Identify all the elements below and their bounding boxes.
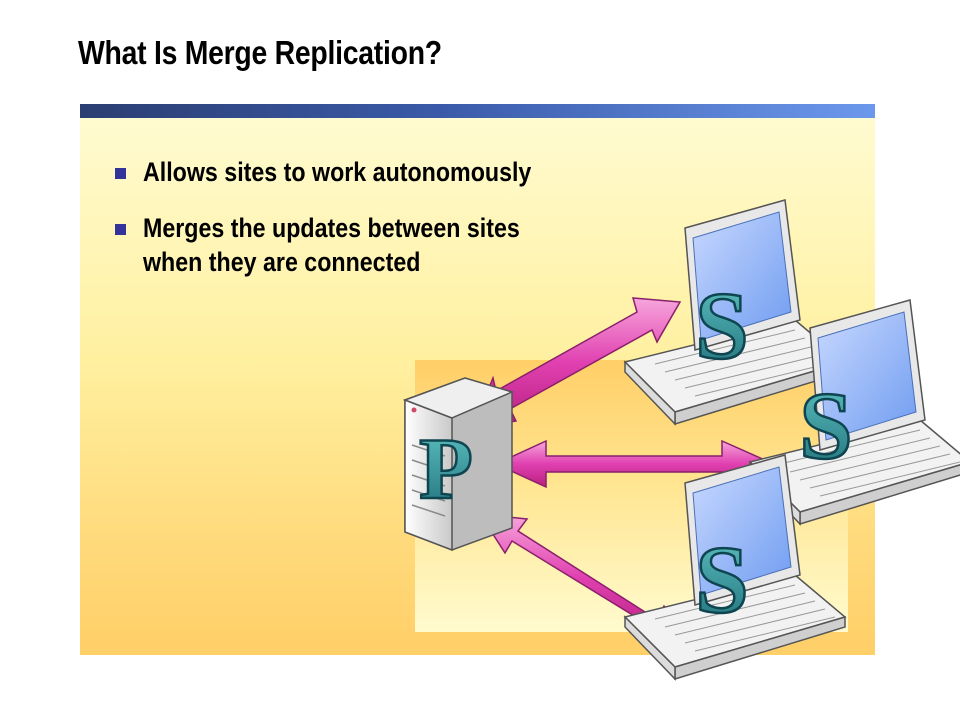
title-underline-bar (80, 104, 875, 118)
subscriber-label: S (695, 526, 748, 633)
bullet-item: Merges the updates between sites when th… (113, 211, 633, 279)
slide-title: What Is Merge Replication? (78, 34, 442, 71)
bullet-text: Allows sites to work autonomously (143, 157, 532, 187)
square-bullet-icon (115, 168, 126, 179)
publisher-label: P (419, 421, 473, 518)
subscriber-label: S (799, 372, 852, 479)
bullet-item: Allows sites to work autonomously (113, 155, 633, 189)
bullet-list: Allows sites to work autonomously Merges… (113, 155, 633, 301)
bullet-text: when they are connected (143, 247, 421, 277)
server-icon (402, 377, 515, 552)
square-bullet-icon (115, 224, 126, 235)
subscriber-label: S (695, 272, 748, 379)
bullet-text: Merges the updates between sites (143, 213, 520, 243)
